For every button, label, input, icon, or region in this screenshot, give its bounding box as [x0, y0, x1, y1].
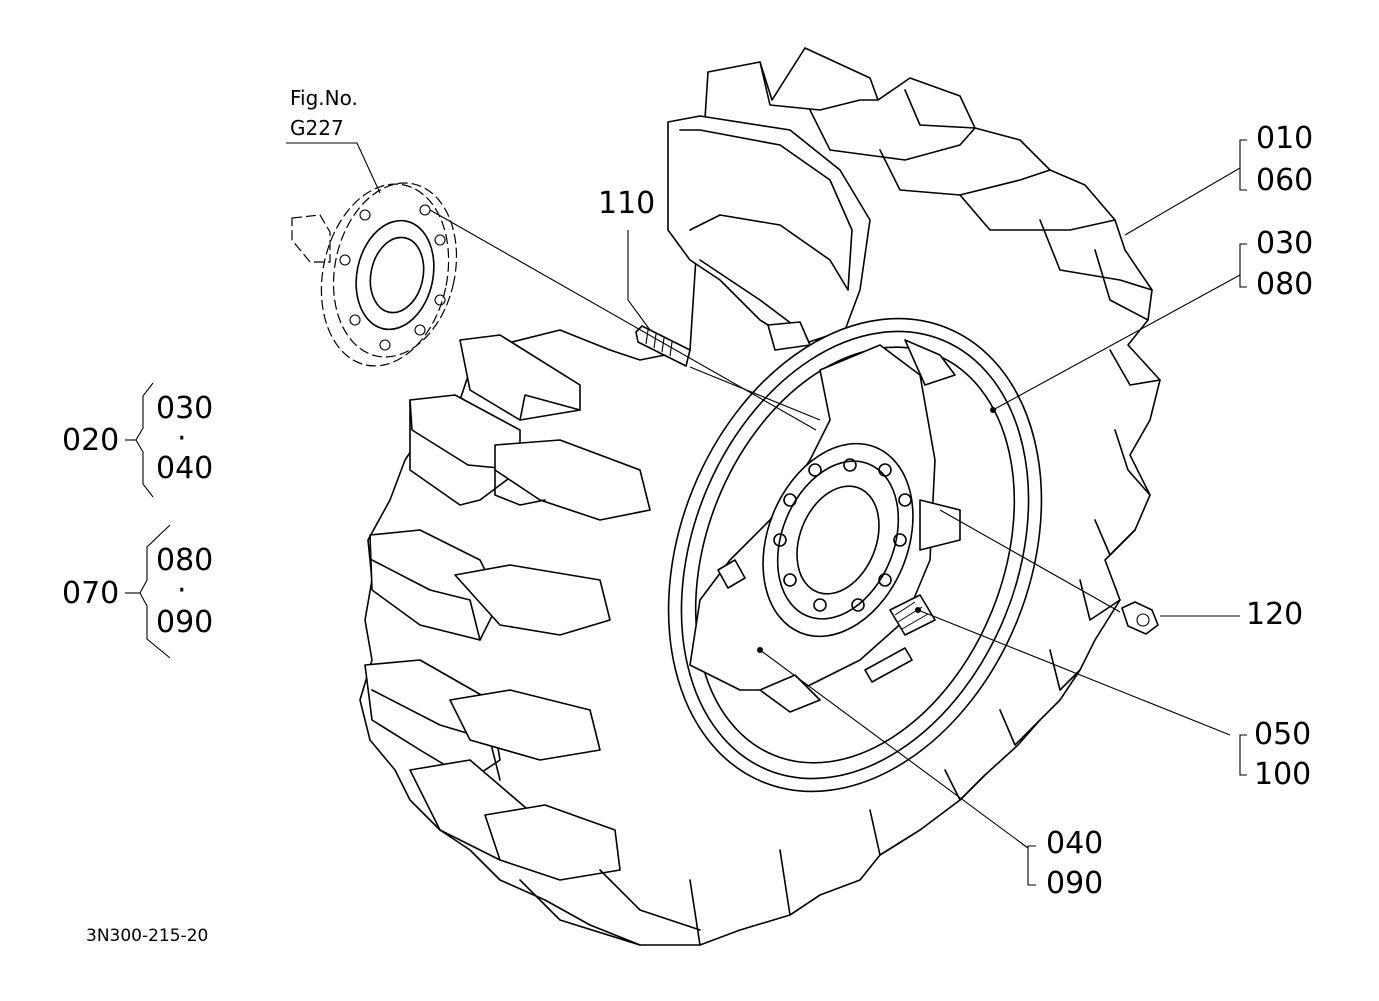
nut	[1121, 601, 1159, 635]
callout-030: 030	[1256, 226, 1314, 261]
stud-bolt	[635, 325, 691, 367]
assembly-child: 030	[156, 391, 214, 426]
hub-flange	[291, 182, 458, 367]
tire-cutaway	[667, 115, 871, 351]
hub-bolt-holes	[773, 458, 912, 612]
callout-040: 040	[1046, 826, 1104, 861]
assembly-separator: ·	[177, 421, 187, 456]
drawing-code: 3N300-215-20	[86, 926, 209, 946]
callout-060: 060	[1256, 163, 1314, 198]
callout-080: 080	[1256, 267, 1314, 302]
callout-110: 110	[598, 186, 656, 221]
assembly-child: 040	[156, 451, 214, 486]
fig-no-value: G227	[290, 116, 344, 140]
assembly-child: 090	[156, 605, 214, 640]
assembly-parent: 070	[62, 576, 120, 611]
fig-no-label: Fig.No.	[290, 86, 358, 110]
leader-lines	[125, 139, 1247, 886]
callout-120: 120	[1246, 597, 1304, 632]
assembly-parent: 020	[62, 423, 120, 458]
callout-050: 050	[1254, 717, 1312, 752]
callout-010: 010	[1256, 121, 1314, 156]
callout-100: 100	[1254, 757, 1312, 792]
assembly-child: 080	[156, 543, 214, 578]
rim	[667, 317, 1043, 793]
callout-090: 090	[1046, 866, 1104, 901]
assembly-separator: ·	[177, 573, 187, 608]
